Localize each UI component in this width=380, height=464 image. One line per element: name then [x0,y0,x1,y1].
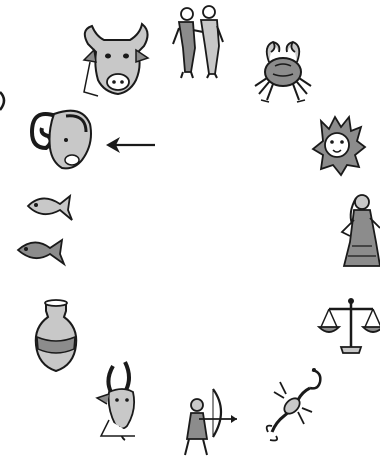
fish-icon [18,196,72,264]
maiden-icon [342,195,380,266]
edge-mark [0,92,4,110]
crab-icon [255,42,311,102]
goat-icon [97,362,135,440]
lion-icon [313,117,365,175]
scorpion-icon [267,368,321,441]
twins-icon [173,6,223,78]
scales-icon [319,298,380,353]
ram-icon [32,111,91,169]
archer-icon [185,389,237,455]
water-jar-icon [36,300,77,371]
bull-icon [84,24,148,96]
arrow-left-icon [106,137,155,153]
